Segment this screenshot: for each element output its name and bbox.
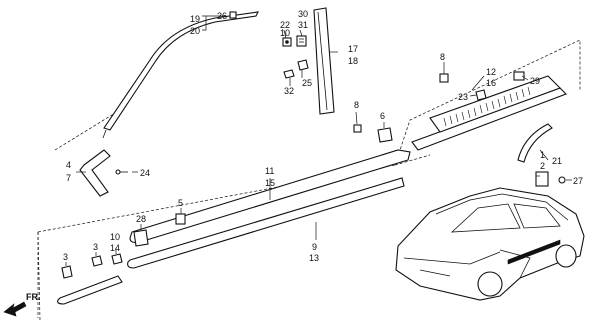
- pillar-garnish-edge: [317, 11, 328, 111]
- lower-group-outline: [37, 154, 431, 318]
- sill-garnish-ribs: [443, 86, 531, 127]
- clip-32: [283, 69, 295, 79]
- callout-31: 31: [298, 20, 308, 30]
- clip-29: [513, 71, 525, 81]
- clip-3-left: [61, 265, 73, 279]
- callout-30: 30: [298, 9, 308, 19]
- clip-25: [297, 59, 309, 71]
- callout-27: 27: [573, 176, 583, 186]
- callout-28: 28: [136, 214, 146, 224]
- callout-15: 15: [265, 178, 275, 188]
- callout-16: 16: [486, 78, 496, 88]
- front-protector: [57, 275, 123, 305]
- callout-12: 12: [486, 67, 496, 77]
- callout-19: 19: [190, 14, 200, 24]
- arch-molding: [517, 123, 553, 163]
- callout-1: 1: [540, 150, 545, 160]
- callout-25: 25: [302, 78, 312, 88]
- clip-28: [133, 229, 149, 247]
- callout-3-right: 3: [93, 242, 98, 252]
- nut-8-upper: [439, 73, 449, 83]
- callout-10a: 10: [280, 28, 290, 38]
- callout-10b: 10: [110, 232, 120, 242]
- callout-20: 20: [190, 26, 200, 36]
- callout-8-lower: 8: [354, 100, 359, 110]
- callout-26: 26: [217, 11, 227, 21]
- callout-9: 9: [312, 242, 317, 252]
- fr-label: FR.: [26, 292, 41, 302]
- pillar-garnish: [313, 7, 335, 115]
- callout-3-left: 3: [63, 252, 68, 262]
- callout-11: 11: [265, 166, 274, 176]
- callout-8-upper: 8: [440, 52, 445, 62]
- leader-lines: [65, 15, 572, 266]
- clip-10-14: [111, 253, 123, 265]
- corner-molding: [79, 149, 111, 197]
- callout-2: 2: [540, 161, 545, 171]
- callout-13: 13: [309, 253, 319, 263]
- clip-26: [229, 11, 237, 19]
- callout-23: 23: [458, 92, 468, 102]
- callout-4: 4: [66, 160, 71, 170]
- clip-23: [475, 89, 487, 101]
- clip-27: [535, 171, 566, 187]
- door-frame-molding: [103, 11, 259, 131]
- callout-labels: 19 20 26 22 10 30 31 17 18 25 32 8 6 8 1…: [63, 9, 583, 263]
- callout-14: 14: [110, 243, 120, 253]
- callout-24: 24: [140, 168, 150, 178]
- car-illustration: [395, 187, 585, 301]
- callout-6: 6: [380, 111, 385, 121]
- callout-5: 5: [178, 198, 183, 208]
- front-direction-arrow: FR.: [3, 292, 41, 317]
- nut-8-lower: [353, 124, 362, 133]
- callout-18: 18: [348, 56, 358, 66]
- clip-3-right: [91, 255, 103, 267]
- callout-7: 7: [66, 173, 71, 183]
- clip-5: [175, 213, 186, 225]
- molding-end: [102, 129, 107, 139]
- callout-32: 32: [284, 86, 294, 96]
- clip-6: [377, 127, 393, 143]
- callout-22: 22: [280, 20, 290, 30]
- screw-24: [115, 169, 128, 175]
- callout-21: 21: [552, 156, 562, 166]
- door-protector-lower: [127, 177, 405, 269]
- sill-garnish-body: [429, 75, 561, 133]
- callout-17: 17: [348, 44, 358, 54]
- clip-22: [282, 37, 292, 47]
- clip-30-31: [296, 35, 307, 47]
- callout-29: 29: [530, 76, 540, 86]
